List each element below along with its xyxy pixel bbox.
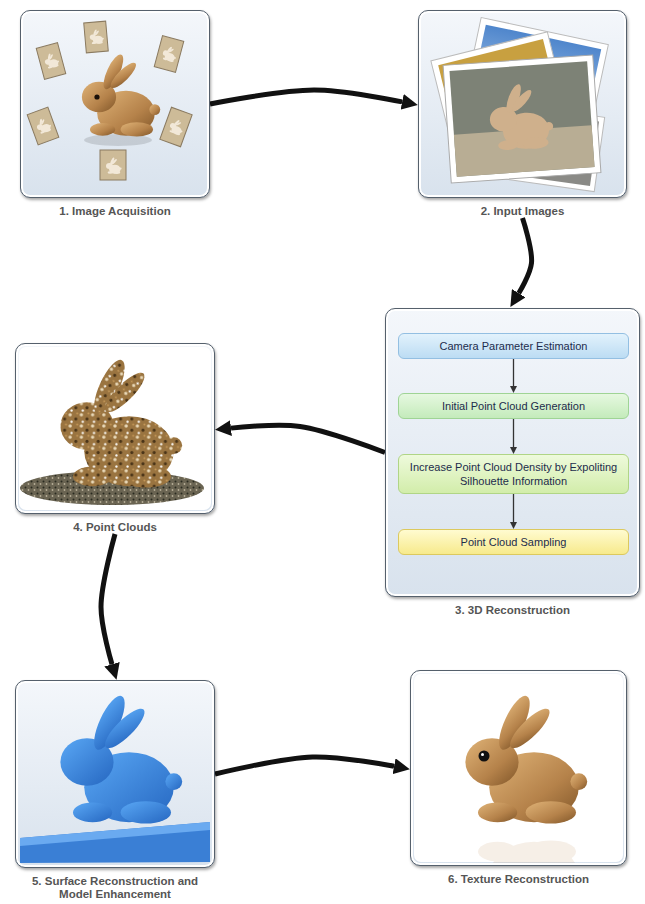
- caption-block: 2. Input Images: [418, 205, 627, 218]
- panel-ground: [410, 670, 627, 866]
- stage-panel: Camera Parameter EstimationInitial Point…: [385, 308, 640, 617]
- panel-ground: [15, 680, 215, 868]
- bunny-photo: [487, 80, 554, 152]
- flow-arrow: [231, 425, 385, 452]
- step-label: Initial Point Cloud Generation: [405, 399, 622, 413]
- panel-ground: [385, 308, 640, 597]
- panel-grounds: [15, 10, 640, 868]
- textured-model-illustration: [465, 692, 587, 904]
- process-box: Initial Point Cloud Generation: [398, 393, 629, 419]
- step-arrow: [513, 419, 514, 447]
- flow-arrow: [210, 90, 402, 104]
- acquisition-illustration: [27, 21, 192, 180]
- bunny-textured: [465, 692, 587, 824]
- panel-ground: [19, 347, 211, 510]
- process-box: Camera Parameter Estimation: [398, 333, 629, 359]
- flow-arrow: [215, 757, 394, 774]
- step-label: Increase Point Cloud Density by Expoliti…: [405, 460, 622, 488]
- process-box: Increase Point Cloud Density by Expoliti…: [398, 454, 629, 494]
- caption-block: 4. Point Clouds: [15, 521, 215, 534]
- stage-caption: 5. Surface Reconstruction and Model Enha…: [26, 875, 204, 901]
- panel-frame: Camera Parameter EstimationInitial Point…: [385, 308, 640, 597]
- step-arrow: [513, 359, 514, 386]
- panel-ground: [20, 10, 210, 198]
- caption-block: 5. Surface Reconstruction and Model Enha…: [26, 875, 204, 901]
- stage-panel: 2. Input Images: [418, 10, 627, 218]
- bunny-figure: [82, 52, 160, 137]
- stage-caption: 4. Point Clouds: [15, 521, 215, 534]
- photo-stack-illustration: [431, 18, 608, 192]
- bunny-mesh: [60, 692, 182, 824]
- stage-caption: 6. Texture Reconstruction: [410, 873, 627, 886]
- panel-ground: [414, 674, 623, 862]
- caption-block: 3. 3D Reconstruction: [385, 604, 640, 617]
- bunny-point-cloud: [60, 356, 182, 488]
- panel-frame: [20, 10, 210, 198]
- stage-caption: 1. Image Acquisition: [20, 205, 210, 218]
- panel-ground: [418, 10, 627, 198]
- panel-ground: [15, 343, 215, 514]
- panel-frame: [15, 343, 215, 514]
- step-label: Point Cloud Sampling: [405, 535, 622, 549]
- step-label: Camera Parameter Estimation: [405, 339, 622, 353]
- flow-arrow: [519, 218, 532, 293]
- stage-panel: 4. Point Clouds: [15, 343, 215, 534]
- stage-panel: 5. Surface Reconstruction and Model Enha…: [15, 680, 215, 901]
- stage-panel: 6. Texture Reconstruction: [410, 670, 627, 886]
- point-cloud-illustration: [20, 356, 204, 505]
- surface-mesh-illustration: [20, 692, 210, 863]
- process-box: Point Cloud Sampling: [398, 529, 629, 555]
- panel-frame: [410, 670, 627, 866]
- flow-arrow: [101, 534, 115, 664]
- panel-frame: [418, 10, 627, 198]
- stage-caption: 2. Input Images: [418, 205, 627, 218]
- stage-caption: 3. 3D Reconstruction: [385, 604, 640, 617]
- caption-block: 1. Image Acquisition: [20, 205, 210, 218]
- caption-block: 6. Texture Reconstruction: [410, 873, 627, 886]
- panel-frame: [15, 680, 215, 868]
- step-arrow: [513, 494, 514, 522]
- stage-panel: 1. Image Acquisition: [20, 10, 210, 218]
